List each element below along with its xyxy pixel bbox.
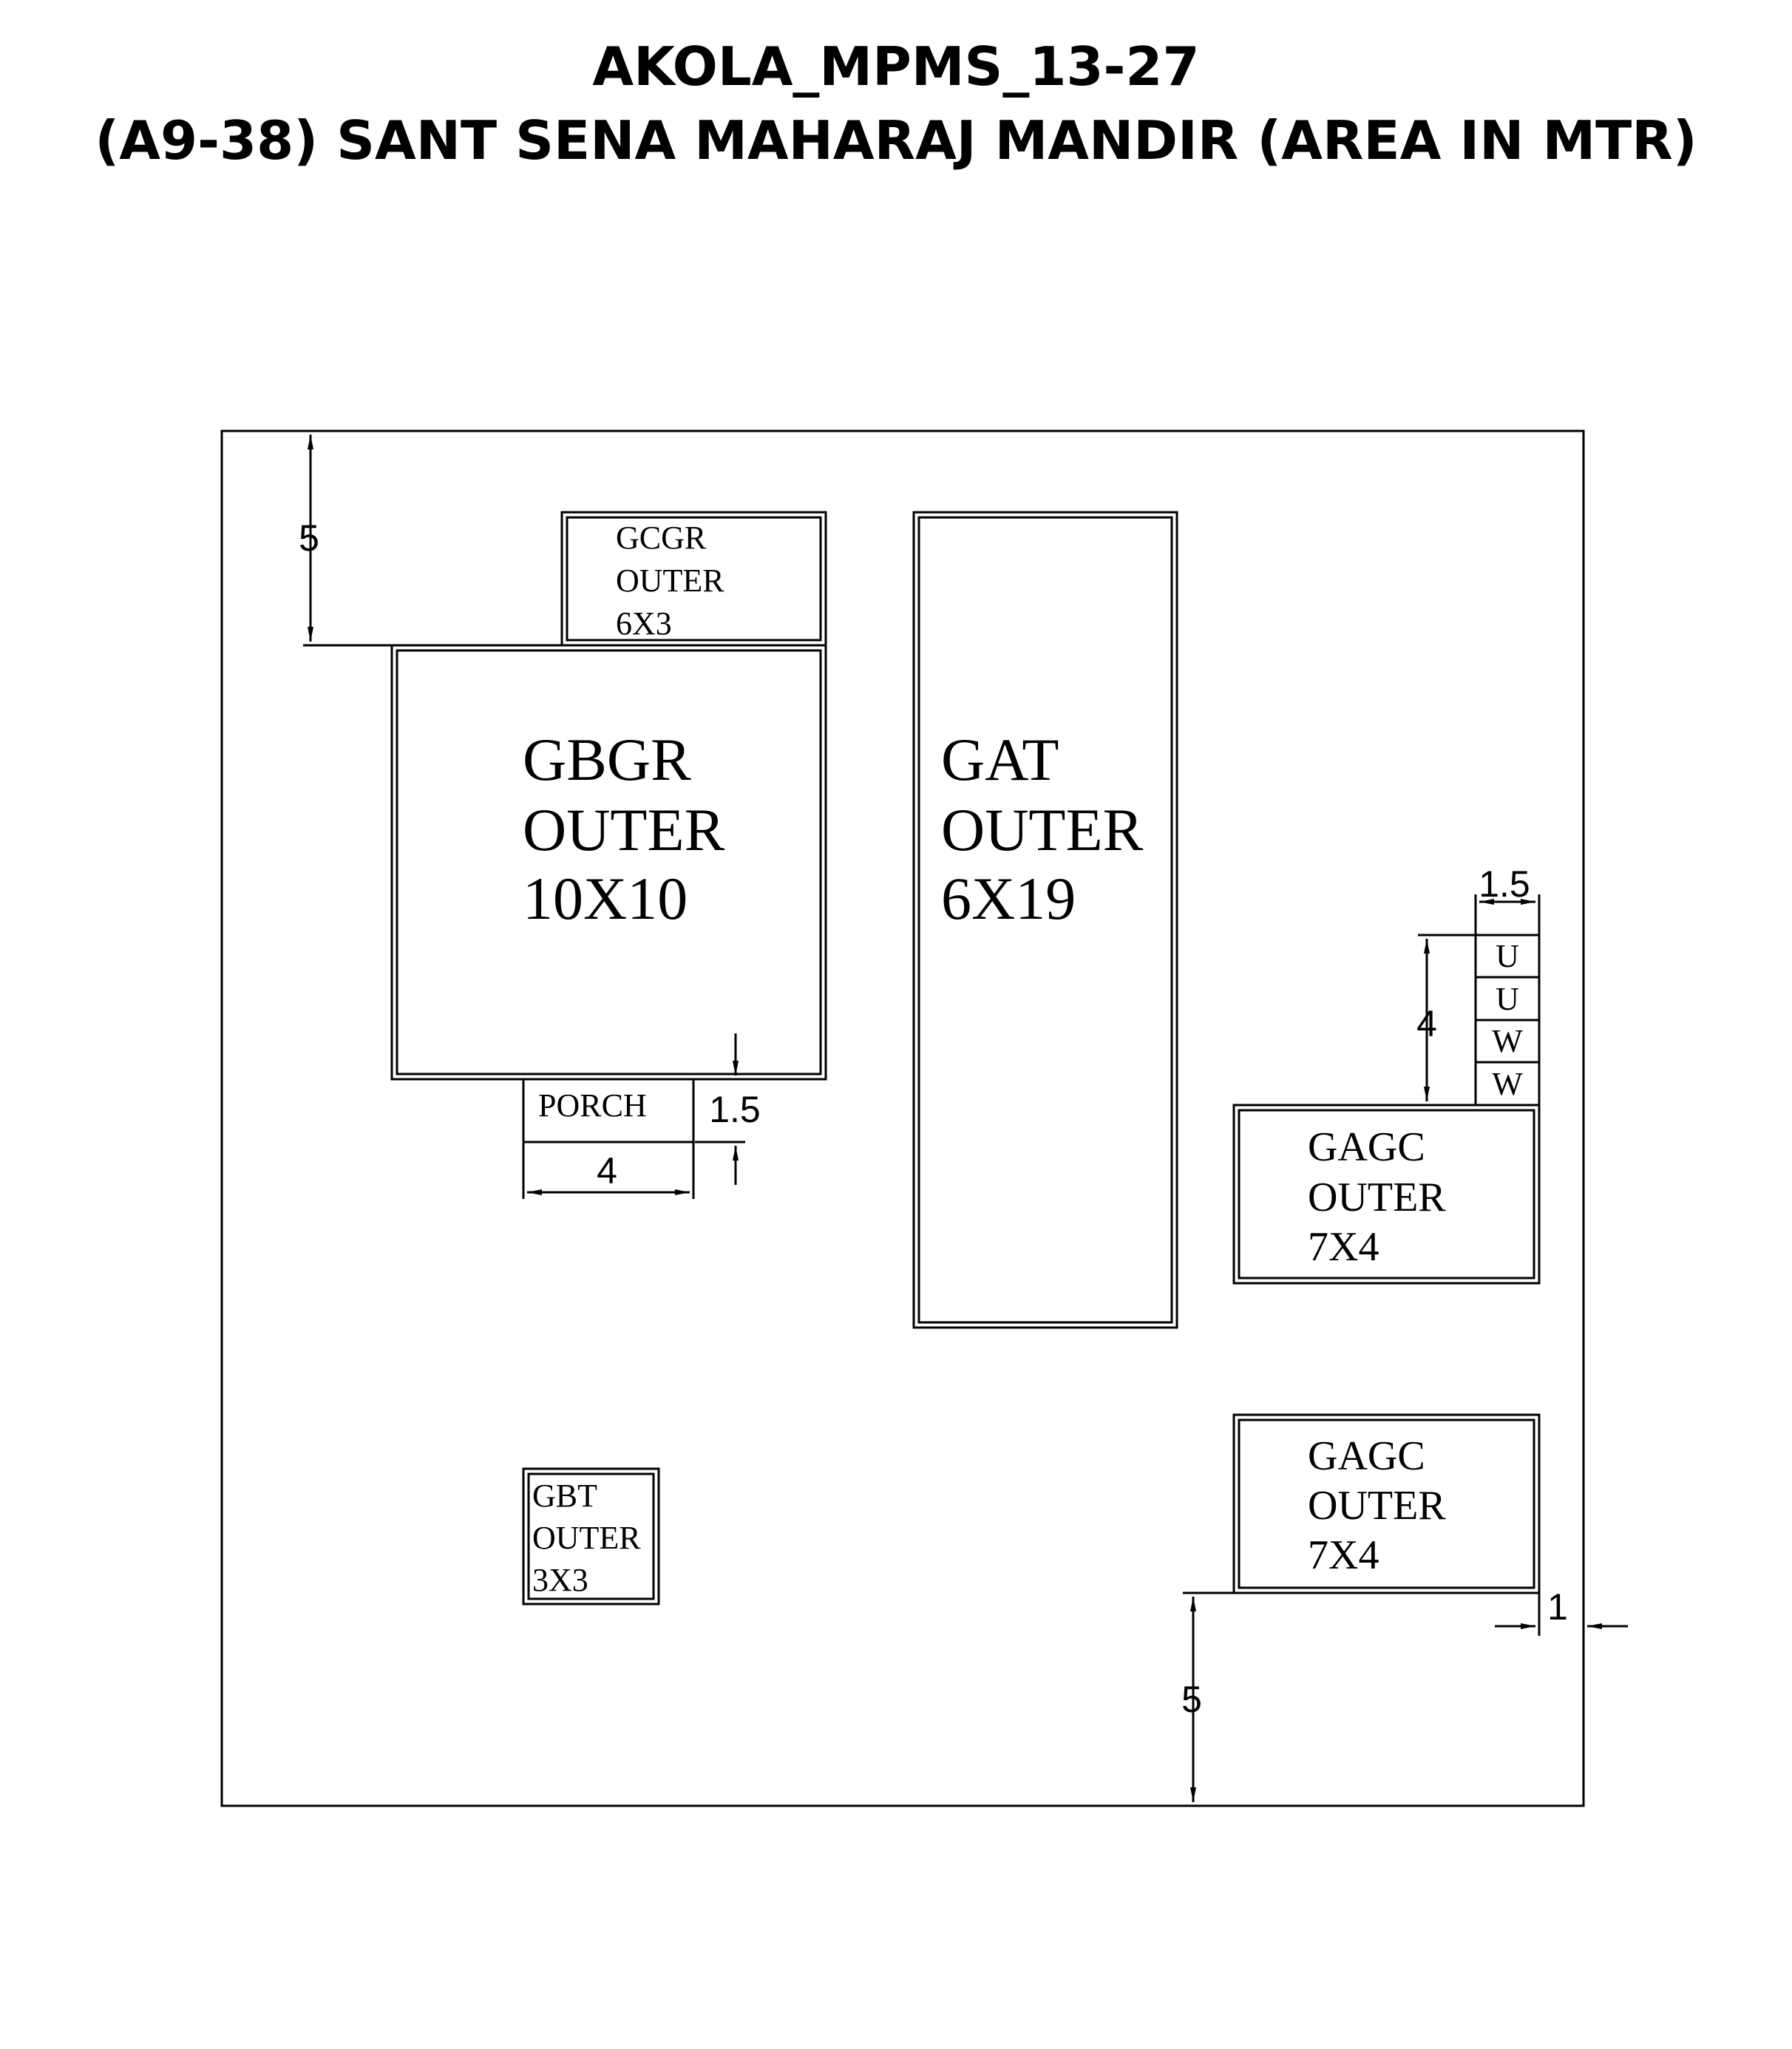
gat-label: GAT OUTER 6X19	[941, 726, 1144, 932]
gbgr-type: OUTER	[523, 796, 725, 863]
gagc-lower-type: OUTER	[1308, 1483, 1446, 1529]
toilet-width-label: 1.5	[1479, 863, 1530, 905]
toilet-height-dimension	[1418, 934, 1476, 1101]
toilet-height-label: 4	[1416, 1003, 1437, 1044]
toilet-label-1: U	[1496, 938, 1519, 974]
bottom-setback-dimension	[1183, 1591, 1234, 1802]
gbt-size: 3X3	[532, 1562, 588, 1598]
title-line-1: AKOLA_MPMS_13-27	[592, 35, 1200, 98]
page-title: AKOLA_MPMS_13-27 (A9-38) SANT SENA MAHAR…	[0, 30, 1792, 177]
gat-type: OUTER	[941, 796, 1144, 863]
porch-block	[522, 1078, 695, 1144]
gcgr-name: GCGR	[616, 520, 707, 556]
toilet-label-2: U	[1496, 981, 1519, 1017]
gat-name: GAT	[941, 726, 1059, 793]
gagc-upper-size: 7X4	[1308, 1224, 1379, 1270]
gagc-upper-block	[1232, 1104, 1541, 1285]
toilet-label-4: W	[1492, 1066, 1523, 1102]
gcgr-label: GCGR OUTER 6X3	[616, 520, 724, 642]
gbt-name: GBT	[532, 1478, 597, 1514]
gbt-type: OUTER	[532, 1520, 641, 1556]
gbgr-size: 10X10	[523, 865, 688, 932]
top-setback-dimension	[303, 435, 562, 647]
top-setback-label: 5	[299, 517, 319, 559]
toilet-width-dimension	[1474, 894, 1541, 935]
bottom-setback-label: 5	[1181, 1679, 1202, 1720]
gat-size: 6X19	[941, 865, 1076, 932]
title-line-2: (A9-38) SANT SENA MAHARAJ MANDIR (AREA I…	[95, 109, 1697, 171]
gcgr-size: 6X3	[616, 605, 672, 642]
toilet-label-3: W	[1492, 1023, 1523, 1059]
right-setback-dimension	[1495, 1593, 1628, 1636]
gbgr-name: GBGR	[523, 726, 691, 793]
gbgr-label: GBGR OUTER 10X10	[523, 726, 725, 932]
gagc-lower-block	[1232, 1413, 1541, 1594]
gagc-upper-type: OUTER	[1308, 1175, 1446, 1220]
toilet-block	[1474, 934, 1541, 1107]
gbt-label: GBT OUTER 3X3	[532, 1478, 641, 1598]
porch-depth-label: 1.5	[709, 1089, 761, 1130]
gagc-upper-label: GAGC OUTER 7X4	[1308, 1124, 1446, 1270]
porch-depth-dimension	[695, 1033, 745, 1185]
gbt-block	[522, 1467, 660, 1605]
site-boundary	[220, 429, 1585, 1807]
right-setback-label: 1	[1547, 1586, 1568, 1628]
gat-block	[912, 511, 1178, 1329]
gagc-upper-name: GAGC	[1308, 1124, 1425, 1170]
porch-width-dimension	[522, 1142, 695, 1199]
gagc-lower-name: GAGC	[1308, 1433, 1425, 1479]
gagc-lower-size: 7X4	[1308, 1532, 1379, 1578]
gagc-lower-label: GAGC OUTER 7X4	[1308, 1433, 1446, 1578]
porch-width-label: 4	[597, 1150, 617, 1192]
porch-label: PORCH	[538, 1087, 647, 1124]
gcgr-type: OUTER	[616, 563, 724, 599]
